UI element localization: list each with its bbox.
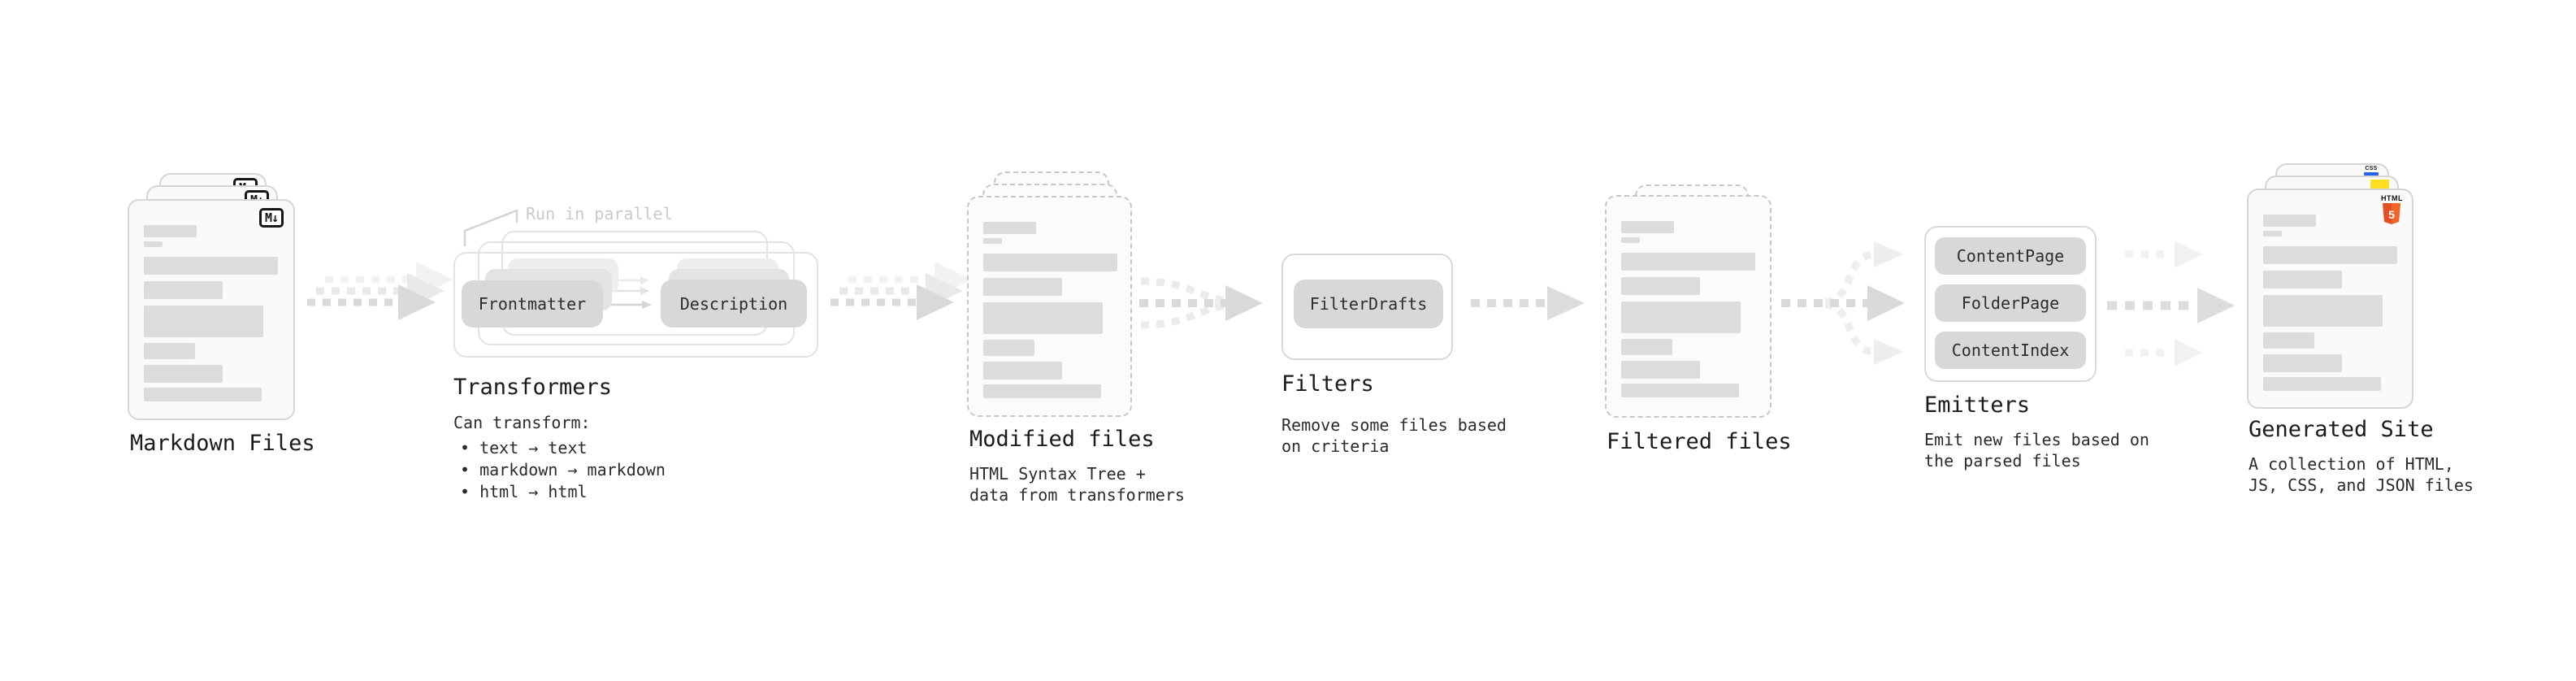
content-bar bbox=[2263, 215, 2316, 227]
content-bar bbox=[144, 343, 195, 359]
content-bar bbox=[1621, 339, 1672, 355]
transformers-bullet-list: • text → text • markdown → markdown • html… bbox=[460, 437, 666, 503]
content-bar bbox=[144, 257, 278, 275]
modified-files-description: HTML Syntax Tree +data from transformers bbox=[969, 463, 1185, 505]
content-bar bbox=[983, 340, 1034, 356]
content-bar bbox=[2263, 332, 2314, 349]
file-content-placeholder bbox=[2263, 190, 2397, 391]
emitter-pill: FolderPage bbox=[1935, 284, 2086, 322]
content-bar bbox=[144, 241, 163, 247]
arrow-filters-to-filtered bbox=[1471, 286, 1585, 320]
transform-bullet: • markdown → markdown bbox=[460, 460, 666, 479]
content-bar bbox=[983, 222, 1036, 234]
description-line: HTML Syntax Tree + bbox=[969, 464, 1146, 484]
content-bar bbox=[983, 254, 1117, 271]
file-content-placeholder bbox=[144, 201, 279, 401]
description-line: on criteria bbox=[1281, 436, 1390, 456]
content-bar bbox=[2263, 377, 2381, 391]
content-bar bbox=[144, 281, 223, 299]
content-bar bbox=[983, 302, 1103, 334]
site-file-card-html: HTML 5 bbox=[2247, 189, 2413, 409]
content-bar bbox=[2263, 271, 2342, 288]
emitters-description: Emit new files based on the parsed files bbox=[1924, 429, 2149, 471]
description-line: Remove some files based bbox=[1281, 415, 1507, 435]
content-bar bbox=[144, 225, 197, 237]
transform-bullet: • text → text bbox=[460, 438, 588, 458]
content-bar bbox=[1621, 253, 1755, 271]
markdown-files-label: Markdown Files bbox=[130, 431, 315, 456]
file-content-placeholder bbox=[983, 197, 1117, 398]
arrow-filtered-to-emitters-fanout bbox=[1781, 241, 1905, 365]
js-icon bbox=[2370, 180, 2389, 189]
description-line: JS, CSS, and JSON files bbox=[2249, 475, 2474, 495]
frontmatter-pill: Frontmatter bbox=[462, 280, 603, 327]
modified-file-card-front bbox=[967, 196, 1132, 417]
emitter-pill: ContentPage bbox=[1935, 237, 2086, 275]
content-bar bbox=[1621, 237, 1640, 243]
css-icon: CSS bbox=[2363, 166, 2379, 176]
arrow-modified-to-filters-merge bbox=[1139, 277, 1263, 329]
arrow-markdown-to-transformers bbox=[307, 262, 453, 320]
description-line: data from transformers bbox=[969, 485, 1185, 505]
file-content-placeholder bbox=[1621, 197, 1755, 397]
html5-icon: HTML 5 bbox=[2381, 194, 2403, 225]
filtered-file-card-front bbox=[1605, 195, 1772, 418]
transform-bullet: • html → html bbox=[460, 482, 588, 501]
emitter-pill: ContentIndex bbox=[1935, 332, 2086, 369]
transformer-box-front bbox=[453, 252, 818, 358]
content-bar bbox=[2263, 246, 2397, 264]
content-bar bbox=[2263, 354, 2342, 372]
content-bar bbox=[1621, 301, 1741, 333]
content-bar bbox=[2263, 295, 2383, 327]
content-bar bbox=[983, 238, 1002, 244]
content-bar bbox=[2263, 231, 2282, 236]
description-line: the parsed files bbox=[1924, 451, 2081, 471]
content-bar bbox=[1621, 384, 1739, 397]
generated-site-description: A collection of HTML,JS, CSS, and JSON f… bbox=[2249, 453, 2474, 496]
transformers-label: Transformers bbox=[453, 375, 613, 400]
description-line: Emit new files based on bbox=[1924, 430, 2149, 449]
markdown-file-card-front: M↓ bbox=[128, 199, 295, 420]
svg-text:5: 5 bbox=[2388, 208, 2395, 221]
description-pill: Description bbox=[661, 280, 807, 327]
arrow-emitters-to-site bbox=[2107, 241, 2235, 367]
content-bar bbox=[144, 365, 223, 383]
content-bar bbox=[144, 306, 263, 337]
filters-label: Filters bbox=[1281, 371, 1374, 397]
content-bar bbox=[983, 278, 1062, 296]
content-bar bbox=[1621, 221, 1674, 233]
content-bar bbox=[1621, 277, 1700, 295]
content-bar bbox=[983, 362, 1062, 380]
filterdrafts-pill: FilterDrafts bbox=[1294, 280, 1443, 328]
filtered-files-label: Filtered files bbox=[1607, 429, 1792, 454]
modified-files-label: Modified files bbox=[969, 427, 1155, 452]
arrow-transformers-to-modified bbox=[830, 262, 972, 320]
markdown-icon: M↓ bbox=[258, 208, 284, 228]
content-bar bbox=[983, 384, 1101, 398]
generated-site-label: Generated Site bbox=[2249, 417, 2434, 442]
description-line: A collection of HTML, bbox=[2249, 454, 2454, 474]
content-bar bbox=[1621, 361, 1700, 379]
content-bar bbox=[144, 388, 262, 401]
run-in-parallel-note: Run in parallel bbox=[526, 204, 673, 223]
emitters-label: Emitters bbox=[1924, 393, 2031, 418]
transformers-description: Can transform: bbox=[453, 413, 591, 432]
